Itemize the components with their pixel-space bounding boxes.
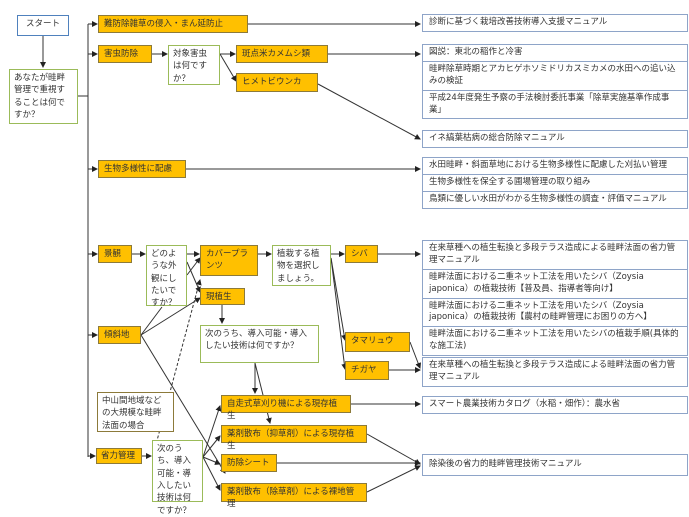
manual-item[interactable]: 平成24年度発生予察の手法検討委託事業「除草実施基準作成事業」 <box>429 92 670 115</box>
plant-tamaryu[interactable]: タマリュウ <box>345 332 410 352</box>
category-biodiversity[interactable]: 生物多様性に配慮 <box>98 160 186 178</box>
manual-stripe-virus[interactable]: イネ縞葉枯病の総合防除マニュアル <box>422 130 688 148</box>
manual-item[interactable]: 畦畔法面における二重ネット工法を用いたシバの植栽手順(具体的な施工法) <box>429 329 679 352</box>
tech-growth-suppressant[interactable]: 薬剤散布（抑草剤）による現存植生 <box>221 425 367 451</box>
manual-native-grass[interactable]: 在来草種への植生転換と多段テラス造成による畦畔法面の省力管理マニュアル <box>422 357 688 387</box>
question-pest: 対象害虫は何ですか？ <box>168 45 220 85</box>
manual-item[interactable]: 水田畦畔・斜面草地における生物多様性に配慮した刈払い管理 <box>423 158 687 175</box>
plant-chigaya[interactable]: チガヤ <box>345 361 389 380</box>
manual-decontamination[interactable]: 除染後の省力的畦畔管理技術マニュアル <box>422 454 688 476</box>
pest-stink-bug[interactable]: 斑点米カメムシ類 <box>236 45 328 63</box>
manual-group-pests: 図説：東北の稲作と冷害 畦畔除草時期とアカヒゲホソミドリカスミカメの水田への追い… <box>422 44 688 120</box>
manual-group-landscape: 在来草種への植生転換と多段テラス造成による畦畔法面の省力管理マニュアル 畦畔法面… <box>422 240 688 357</box>
manual-item[interactable]: 生物多様性を保全する圃場管理の取り組み <box>423 175 687 192</box>
manual-diagnosis[interactable]: 診断に基づく栽培改善技術導入支援マニュアル <box>422 14 688 32</box>
plant-shiba[interactable]: シバ <box>345 245 378 263</box>
option-existing-vegetation[interactable]: 現植生 <box>200 288 245 305</box>
manual-group-biodiversity: 水田畦畔・斜面草地における生物多様性に配慮した刈払い管理 生物多様性を保全する圃… <box>422 157 688 209</box>
manual-item[interactable]: 鳥類に優しい水田がわかる生物多様性の調査・評価マニュアル <box>429 193 667 204</box>
category-pests[interactable]: 害虫防除 <box>98 45 152 63</box>
question-tech-1: 次のうち、導入可能・導入したい技術は何ですか？ <box>200 325 319 363</box>
category-slope[interactable]: 傾斜地 <box>98 326 141 344</box>
manual-item[interactable]: 図説：東北の稲作と冷害 <box>423 45 687 62</box>
tech-weed-sheet[interactable]: 防除シート <box>221 454 277 472</box>
tech-herbicide[interactable]: 薬剤散布（除草剤）による裸地管理 <box>221 483 367 509</box>
option-cover-plants[interactable]: カバープランツ <box>200 245 258 276</box>
question-tech-2: 次のうち、導入可能・導入したい技術は何ですか？ <box>152 440 203 516</box>
note-large-slope: 中山間地域などの大規模な畦畔法面の場合 <box>97 392 174 432</box>
question-look: どのような外観にしたいですか？ <box>146 245 187 308</box>
category-landscape[interactable]: 景観 <box>98 245 132 263</box>
manual-item[interactable]: 畦畔法面における二重ネット工法を用いたシバ（Zoysia japonica）の植… <box>423 270 687 299</box>
start-node: スタート <box>17 15 69 36</box>
manual-item[interactable]: 在来草種への植生転換と多段テラス造成による畦畔法面の省力管理マニュアル <box>423 241 687 270</box>
category-labor-saving[interactable]: 省力管理 <box>96 448 142 464</box>
manual-item[interactable]: 畦畔除草時期とアカヒゲホソミドリカスミカメの水田への追い込みの検証 <box>423 62 687 91</box>
question-plant: 植栽する植物を選択しましょう。 <box>272 245 331 286</box>
pest-planthopper[interactable]: ヒメトビウンカ <box>236 73 318 92</box>
manual-item[interactable]: 畦畔法面における二重ネット工法を用いたシバ（Zoysia japonica）の植… <box>423 299 687 328</box>
category-weeds[interactable]: 難防除雑草の侵入・まん延防止 <box>98 15 248 33</box>
question-main: あなたが畦畔管理で重視することは何ですか？ <box>9 69 78 124</box>
manual-smart-agri[interactable]: スマート農業技術カタログ（水稲・畑作）：農水省 <box>422 396 688 414</box>
tech-mower[interactable]: 自走式草刈り機による現存植生 <box>221 395 351 421</box>
